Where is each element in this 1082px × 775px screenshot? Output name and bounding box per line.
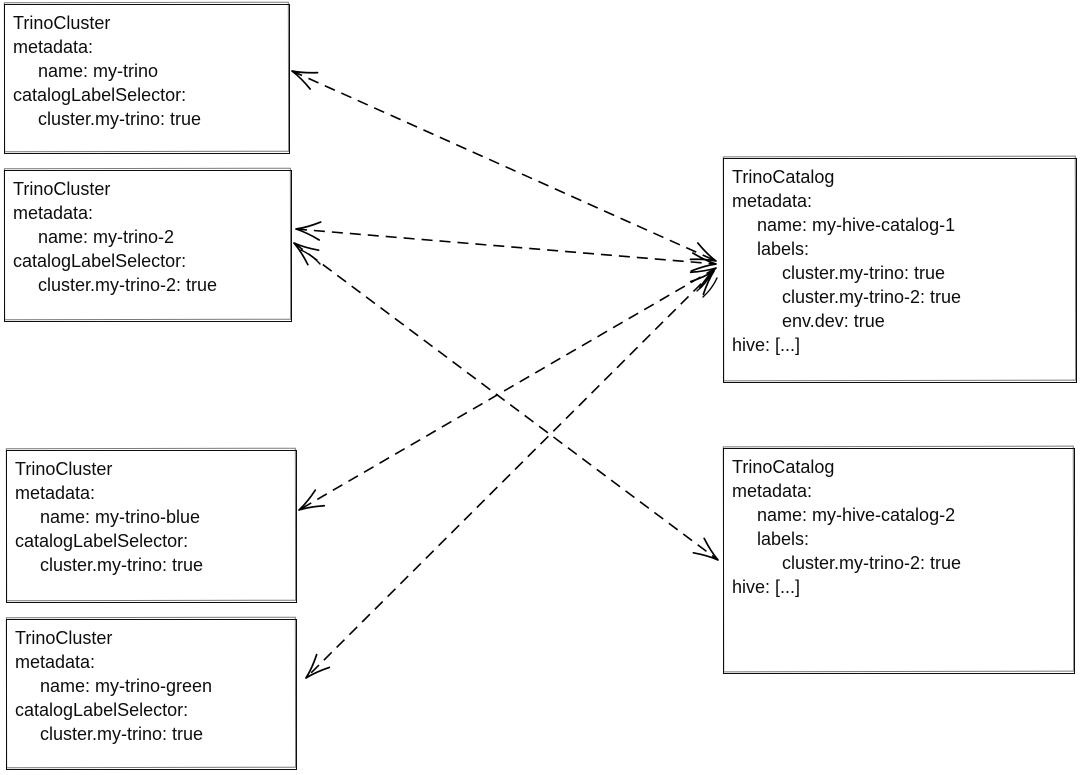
yaml-line: hive: [...] — [732, 577, 801, 597]
edge-my-trino-2-to-my-hive-catalog-2 — [293, 242, 719, 561]
yaml-line: cluster.my-trino: true — [13, 109, 202, 129]
yaml-line: hive: [...] — [732, 335, 801, 355]
yaml-line: name: my-hive-catalog-1 — [732, 215, 956, 235]
sketch-stroke — [300, 249, 321, 265]
yaml-line: catalogLabelSelector: — [15, 531, 189, 551]
yaml-line: metadata: — [15, 483, 96, 503]
yaml-line: metadata: — [13, 203, 94, 223]
yaml-line: cluster.my-trino-2: true — [13, 275, 218, 295]
yaml-line: labels: — [732, 239, 810, 259]
yaml-line: cluster.my-trino: true — [732, 263, 946, 283]
node-trinocluster-my-trino-blue: TrinoCluster metadata: name: my-trino-bl… — [6, 450, 297, 603]
node-trinocatalog-my-hive-catalog-2: TrinoCatalog metadata: name: my-hive-cat… — [723, 448, 1075, 674]
yaml-line: name: my-trino-blue — [15, 507, 201, 527]
yaml-line: name: my-trino-2 — [13, 227, 175, 247]
yaml-line: env.dev: true — [732, 311, 885, 331]
yaml-line: name: my-trino-green — [15, 676, 213, 696]
yaml-line: TrinoCatalog — [732, 167, 835, 187]
edge-my-hive-catalog-1-to-my-trino-blue — [298, 267, 717, 511]
yaml-line: catalogLabelSelector: — [13, 251, 187, 271]
yaml-line: metadata: — [13, 37, 94, 57]
yaml-line: metadata: — [732, 481, 813, 501]
yaml-line: labels: — [732, 529, 810, 549]
yaml-line: metadata: — [15, 652, 96, 672]
yaml-line: name: my-trino — [13, 61, 159, 81]
yaml-line: cluster.my-trino-2: true — [732, 553, 962, 573]
yaml-line: cluster.my-trino-2: true — [732, 287, 962, 307]
node-trinocluster-my-trino-green: TrinoCluster metadata: name: my-trino-gr… — [6, 619, 297, 770]
yaml-line: name: my-hive-catalog-2 — [732, 505, 956, 525]
sketch-stroke — [696, 271, 713, 292]
sketch-stroke — [702, 277, 718, 298]
yaml-line: TrinoCatalog — [732, 457, 835, 477]
yaml-line: TrinoCluster — [13, 179, 111, 199]
yaml-line: catalogLabelSelector: — [13, 85, 187, 105]
edge-my-trino-to-my-hive-catalog-1 — [291, 70, 717, 262]
yaml-line: TrinoCluster — [13, 13, 111, 33]
yaml-line: cluster.my-trino: true — [15, 724, 204, 744]
node-trinocluster-my-trino: TrinoCluster metadata: name: my-trino ca… — [4, 4, 290, 154]
yaml-line: TrinoCluster — [15, 459, 113, 479]
node-trinocatalog-my-hive-catalog-1: TrinoCatalog metadata: name: my-hive-cat… — [723, 158, 1077, 383]
yaml-line: metadata: — [732, 191, 813, 211]
yaml-line: catalogLabelSelector: — [15, 700, 189, 720]
yaml-line: TrinoCluster — [15, 628, 113, 648]
node-trinocluster-my-trino-2: TrinoCluster metadata: name: my-trino-2 … — [4, 170, 292, 322]
edge-my-hive-catalog-1-to-my-trino-green — [305, 270, 715, 679]
yaml-line: cluster.my-trino: true — [15, 555, 204, 575]
edge-my-trino-2-to-my-hive-catalog-1 — [295, 221, 717, 272]
